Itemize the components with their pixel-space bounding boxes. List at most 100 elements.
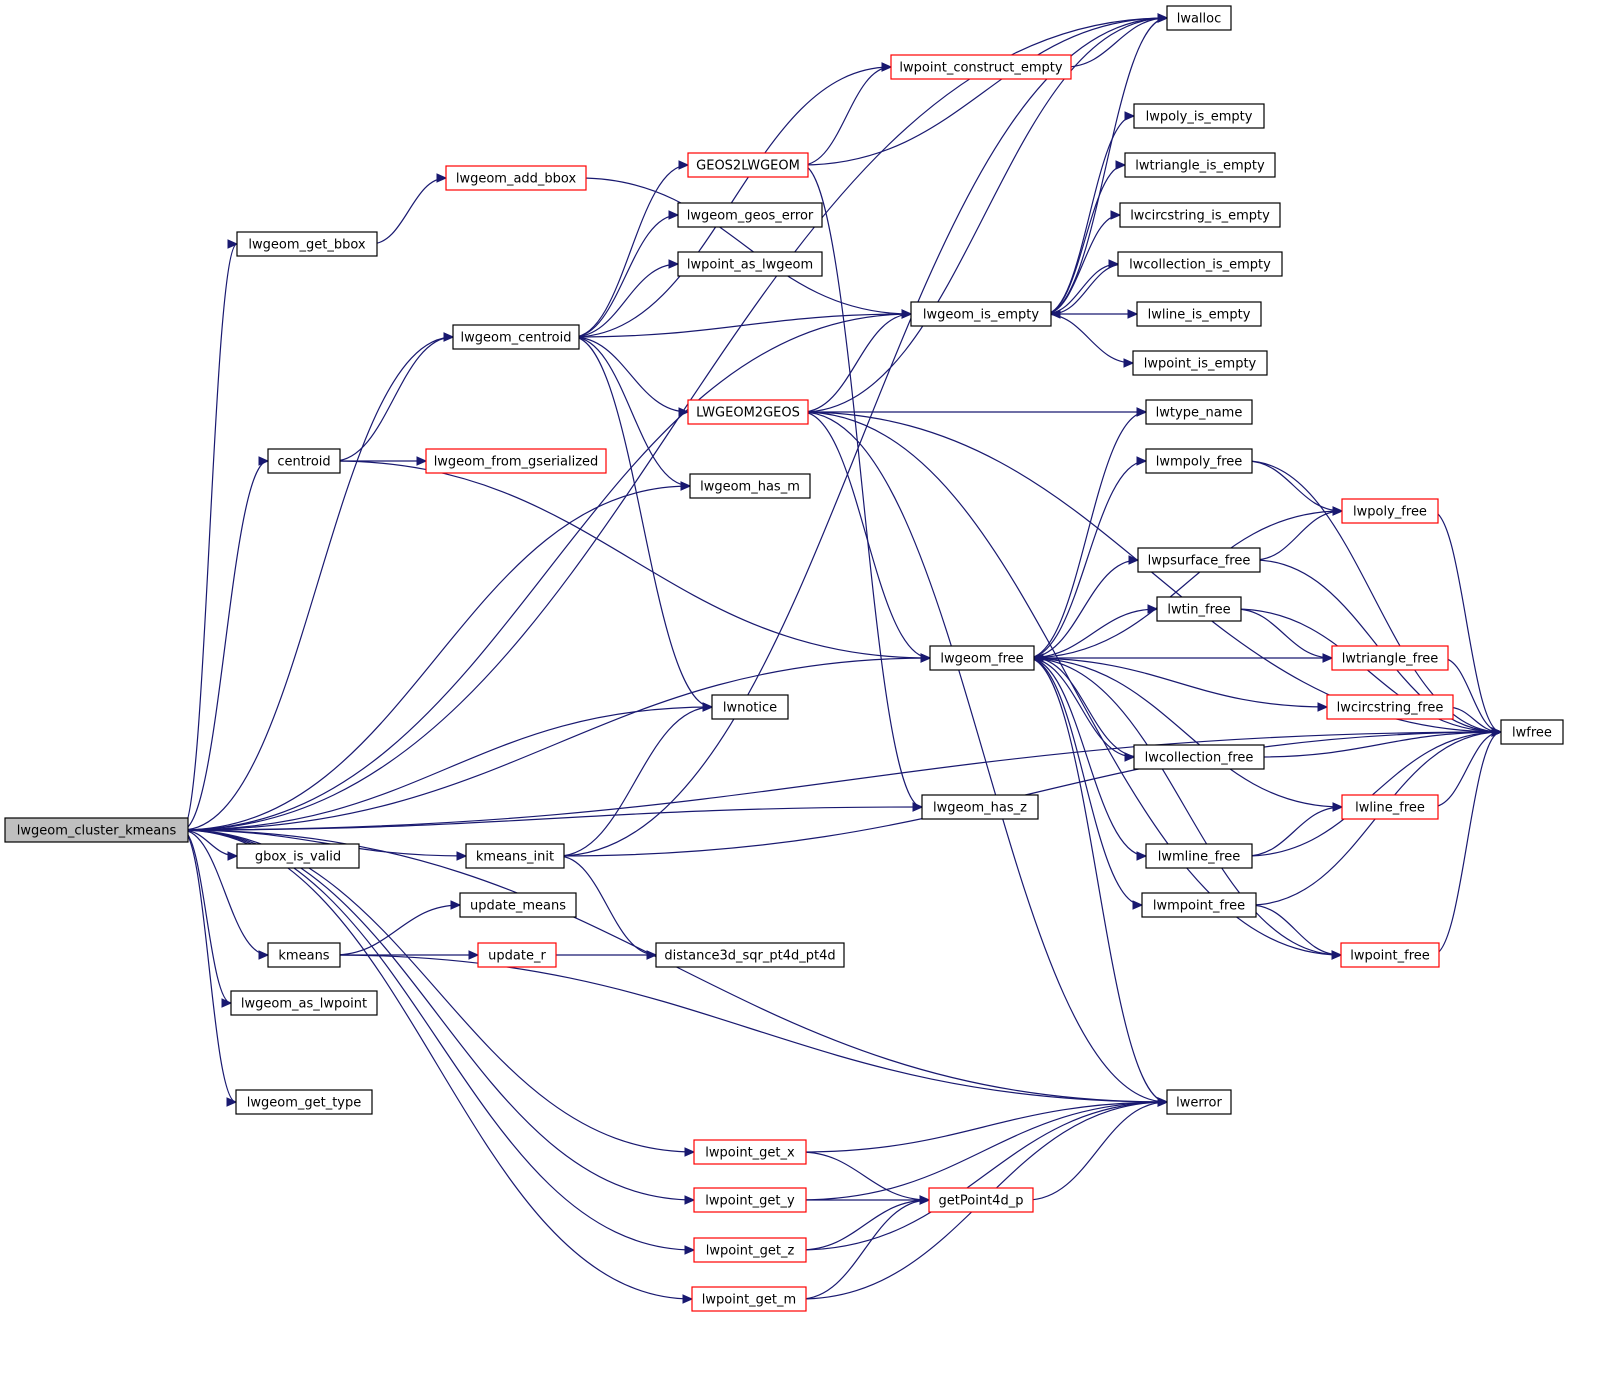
node-lwcircstring-free[interactable]: lwcircstring_free <box>1326 694 1454 720</box>
node-geos2lwgeom[interactable]: GEOS2LWGEOM <box>687 152 809 178</box>
node-lwpsurface-free[interactable]: lwpsurface_free <box>1137 547 1261 573</box>
node-lwgeom-has-m[interactable]: lwgeom_has_m <box>689 473 811 499</box>
node-update-r[interactable]: update_r <box>477 942 557 968</box>
node-box <box>1133 103 1265 129</box>
edge-kmeans-init-to-lwfree <box>557 731 1502 857</box>
node-lwpoint-as-lwgeom[interactable]: lwpoint_as_lwgeom <box>677 251 823 277</box>
node-lwpoint-get-y[interactable]: lwpoint_get_y <box>693 1187 807 1213</box>
node-label: lwgeom_free <box>940 652 1023 667</box>
node-label: lwgeom_get_bbox <box>248 238 366 253</box>
node-lwtin-free[interactable]: lwtin_free <box>1156 596 1242 622</box>
node-lwmpoint-free[interactable]: lwmpoint_free <box>1141 892 1257 918</box>
node-label: distance3d_sqr_pt4d_pt4d <box>664 949 835 964</box>
node-lwgeom2geos[interactable]: LWGEOM2GEOS <box>687 399 809 425</box>
node-lwpoly-is-empty[interactable]: lwpoly_is_empty <box>1133 103 1265 129</box>
edge-root-to-lwnotice <box>181 706 713 831</box>
node-lwtriangle-is-empty[interactable]: lwtriangle_is_empty <box>1124 152 1276 178</box>
arrowhead <box>1032 653 1044 663</box>
node-lwmline-free[interactable]: lwmline_free <box>1145 843 1253 869</box>
node-lwtriangle-free[interactable]: lwtriangle_free <box>1331 645 1449 671</box>
edge-lwcollection-free-to-lwgeom-free <box>1033 657 1141 758</box>
node-lwpoint-construct-empty[interactable]: lwpoint_construct_empty <box>890 54 1072 80</box>
node-lwcircstring-is-empty[interactable]: lwcircstring_is_empty <box>1119 202 1281 228</box>
edge-lwpoint-get-z-to-lwerror <box>799 1101 1168 1251</box>
node-box <box>693 1139 807 1165</box>
node-label: kmeans <box>278 949 329 964</box>
node-getpoint4d-p[interactable]: getPoint4d_p <box>928 1187 1034 1213</box>
arrowhead <box>1115 160 1127 170</box>
node-lwpoly-free[interactable]: lwpoly_free <box>1341 498 1439 524</box>
node-lwfree[interactable]: lwfree <box>1500 719 1564 745</box>
node-lwtype-name[interactable]: lwtype_name <box>1145 399 1253 425</box>
node-lwpoint-get-m[interactable]: lwpoint_get_m <box>691 1286 807 1312</box>
node-lwerror[interactable]: lwerror <box>1166 1089 1232 1115</box>
node-box <box>236 843 360 869</box>
node-centroid[interactable]: centroid <box>267 448 341 474</box>
edge-centroid-to-lwgeom-centroid <box>333 336 454 462</box>
edge-root-to-lwgeom-free <box>181 657 931 831</box>
edge-lwgeom-centroid-to-geos2lwgeom <box>572 164 689 338</box>
node-kmeans-init[interactable]: kmeans_init <box>465 843 565 869</box>
node-lwgeom-free[interactable]: lwgeom_free <box>929 645 1035 671</box>
node-lwcollection-is-empty[interactable]: lwcollection_is_empty <box>1117 251 1283 277</box>
node-update-means[interactable]: update_means <box>459 892 577 918</box>
edge-lwgeom-centroid-to-lwpoint-as-lwgeom <box>572 263 679 338</box>
arrowhead <box>1322 653 1334 663</box>
node-distance3d-sqr-pt4d-pt4d[interactable]: distance3d_sqr_pt4d_pt4d <box>655 942 845 968</box>
node-lwgeom-from-gserialized[interactable]: lwgeom_from_gserialized <box>425 448 607 474</box>
node-label: lwcollection_is_empty <box>1129 258 1271 273</box>
node-lwline-free[interactable]: lwline_free <box>1341 794 1439 820</box>
node-lwpoint-get-x[interactable]: lwpoint_get_x <box>693 1139 807 1165</box>
node-lwalloc[interactable]: lwalloc <box>1166 5 1232 31</box>
node-lwgeom-centroid[interactable]: lwgeom_centroid <box>452 324 580 350</box>
node-lwgeom-as-lwpoint[interactable]: lwgeom_as_lwpoint <box>230 990 378 1016</box>
node-lwnotice[interactable]: lwnotice <box>711 694 789 720</box>
edge-lwgeom-free-to-lwmline-free <box>1027 657 1147 857</box>
node-lwgeom-geos-error[interactable]: lwgeom_geos_error <box>677 202 823 228</box>
node-box <box>677 251 823 277</box>
node-box <box>452 324 580 350</box>
edge-lwgeom2geos-to-lwalloc <box>801 17 1168 413</box>
node-lwgeom-add-bbox[interactable]: lwgeom_add_bbox <box>445 165 587 191</box>
edge-lwgeom2geos-to-lwgeom-free <box>801 411 931 659</box>
edge-lwpoint-get-y-to-lwerror <box>799 1101 1168 1201</box>
arrowhead <box>456 851 468 861</box>
node-lwcollection-free[interactable]: lwcollection_free <box>1133 744 1265 770</box>
node-root[interactable]: lwgeom_cluster_kmeans <box>4 817 189 843</box>
node-box <box>267 448 341 474</box>
node-label: gbox_is_valid <box>255 850 341 865</box>
node-kmeans[interactable]: kmeans <box>267 942 341 968</box>
node-box <box>230 990 378 1016</box>
edge-lwgeom-free-to-lwpoint-free <box>1027 657 1342 956</box>
node-box <box>465 843 565 869</box>
node-lwgeom-get-bbox[interactable]: lwgeom_get_bbox <box>236 231 378 257</box>
edge-root-to-lwpoint-get-z <box>181 829 695 1251</box>
node-lwgeom-has-z[interactable]: lwgeom_has_z <box>921 794 1039 820</box>
node-lwpoint-is-empty[interactable]: lwpoint_is_empty <box>1132 350 1268 376</box>
node-lwline-is-empty[interactable]: lwline_is_empty <box>1136 301 1262 327</box>
arrowhead <box>901 309 913 319</box>
node-label: lwpoint_construct_empty <box>899 61 1062 76</box>
edge-lwgeom-centroid-to-lwgeom-geos-error <box>572 214 679 338</box>
node-gbox-is-valid[interactable]: gbox_is_valid <box>236 843 360 869</box>
edge-lwgeom-free-to-lwerror <box>1027 657 1168 1103</box>
arrowhead <box>443 332 455 342</box>
node-label: lwmpoly_free <box>1156 455 1243 470</box>
edge-root-to-lwfree <box>181 731 1502 831</box>
node-label: lwpoint_get_z <box>706 1244 795 1259</box>
node-lwpoint-get-z[interactable]: lwpoint_get_z <box>693 1237 807 1263</box>
edge-lwgeom-centroid-to-lwgeom-is-empty <box>572 313 912 338</box>
node-box <box>1132 350 1268 376</box>
arrowhead <box>1124 111 1136 121</box>
node-label: lwpoly_free <box>1353 505 1427 520</box>
node-box <box>1166 1089 1232 1115</box>
arrowhead <box>668 210 680 220</box>
node-lwgeom-get-type[interactable]: lwgeom_get_type <box>235 1089 373 1115</box>
node-label: lwpoint_get_y <box>705 1194 795 1209</box>
arrowhead <box>1110 210 1122 220</box>
node-lwpoint-free[interactable]: lwpoint_free <box>1340 942 1440 968</box>
arrowhead <box>678 407 690 417</box>
node-box <box>890 54 1072 80</box>
node-lwgeom-is-empty[interactable]: lwgeom_is_empty <box>910 301 1052 327</box>
node-lwmpoly-free[interactable]: lwmpoly_free <box>1145 448 1253 474</box>
